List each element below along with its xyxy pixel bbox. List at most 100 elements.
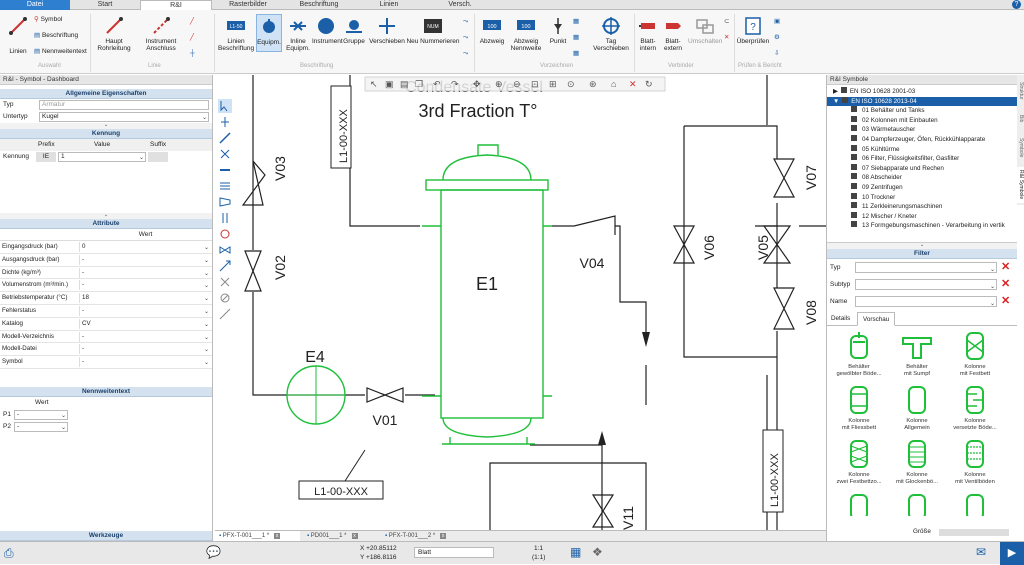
gate-valve-v02[interactable] [244, 250, 262, 292]
tool-cross-icon[interactable] [218, 147, 232, 161]
attribute-value-select[interactable]: 0⌄ [79, 242, 210, 252]
tree-item[interactable]: 10 Trockner [827, 192, 1017, 203]
filter-typ-select[interactable]: ⌄ [855, 262, 997, 273]
tab-rasterbilder[interactable]: Rasterbilder [229, 1, 267, 8]
instrument-button[interactable]: Instrument [312, 16, 343, 45]
layer-icon[interactable]: ❖ [592, 545, 603, 559]
close-icon[interactable]: x [274, 533, 281, 539]
abzweig-button[interactable]: 100 Abzweig [478, 16, 506, 45]
gruppe-button[interactable]: Gruppe [340, 16, 368, 45]
tool-list-icon[interactable] [218, 179, 232, 193]
tool-reducer-icon[interactable] [218, 195, 232, 209]
size-slider[interactable] [939, 529, 1009, 536]
valve-v07[interactable] [773, 158, 795, 198]
attribute-value-select[interactable]: -⌄ [79, 344, 210, 355]
valve-v05[interactable] [762, 225, 792, 264]
tree-item[interactable]: 01 Behälter und Tanks [827, 106, 1017, 116]
auswahl-linien-button[interactable]: Linien [4, 16, 32, 55]
abzweig-nennweite-button[interactable]: 100 Abzweig Nennweite [506, 16, 546, 52]
tab-ri[interactable]: R&I [140, 0, 212, 11]
attribute-value-select[interactable]: -⌄ [79, 357, 210, 368]
filter-subtyp-select[interactable]: ⌄ [855, 279, 997, 290]
attribute-value-select[interactable]: -⌄ [79, 305, 210, 316]
filter-header[interactable]: Filter [827, 249, 1017, 259]
vorzeichnen-extra-1-icon[interactable]: ▦ [573, 18, 580, 25]
filter-name-select[interactable]: ⌄ [855, 296, 997, 307]
check-valve-v04[interactable] [573, 215, 616, 235]
doc-tab-2[interactable]: ▪ PD001___1 *x [303, 531, 378, 542]
resize-handle[interactable]: ▪ [0, 213, 212, 219]
linie-extra-2-icon[interactable]: ╱ [190, 34, 194, 41]
tag-extra-2-icon[interactable]: ⤳ [463, 34, 469, 41]
vtab-bib[interactable]: Bib [1018, 115, 1024, 123]
canvas-toolbar[interactable] [364, 76, 666, 92]
mail-icon[interactable]: ✉ [976, 545, 987, 559]
tag-verschieben-button[interactable]: Tag Verschieben [590, 16, 632, 52]
neu-nummerieren-button[interactable]: NUM Neu Nummerieren [406, 16, 460, 45]
help-icon[interactable]: ? [1012, 0, 1021, 9]
linie-extra-3-icon[interactable]: ┼ [190, 50, 195, 57]
doc-tab-3[interactable]: ▪ PFX-T-001___2 *x [381, 531, 466, 542]
settings-gear-icon[interactable]: ⚙ [774, 34, 780, 41]
blatt-intern-button[interactable]: Blatt-intern [636, 16, 660, 52]
valve-v06[interactable] [672, 225, 696, 264]
tree-item[interactable]: 03 Wärmetauscher [827, 125, 1017, 135]
vessel-e1[interactable] [422, 144, 552, 445]
line-tag-2[interactable] [298, 480, 384, 500]
p1-select[interactable]: -⌄ [14, 409, 68, 420]
tool-flange-icon[interactable] [218, 211, 232, 225]
linie-extra-1-icon[interactable]: ╱ [190, 18, 194, 25]
vtab-struktur[interactable]: Struktur [1018, 82, 1024, 100]
p2-select[interactable]: -⌄ [14, 421, 68, 432]
ueberpruefen-button[interactable]: ? Überprüfen [736, 16, 770, 45]
tag-extra-3-icon[interactable]: ⤳ [463, 50, 469, 57]
tab-versch[interactable]: Versch. [448, 1, 472, 8]
valve-v11[interactable] [591, 494, 615, 528]
verbinder-extra-2-icon[interactable]: ✕ [724, 34, 730, 41]
tool-select-icon[interactable] [218, 99, 232, 113]
resize-handle[interactable]: ▪ [0, 123, 212, 129]
umschalten-button[interactable]: Umschalten [688, 16, 722, 45]
tab-start[interactable]: Start [97, 1, 113, 8]
equipm-button[interactable]: Equipm. [256, 14, 282, 52]
valve-v01[interactable] [366, 387, 404, 403]
symbol-preview-item[interactable] [947, 492, 1003, 516]
tree-item[interactable]: 11 Zerkleinerungsmaschinen [827, 202, 1017, 212]
instrument-anschluss-button[interactable]: Instrument Anschluss [140, 16, 182, 52]
sidebar-toggle-icon[interactable]: ▶ [1000, 542, 1024, 565]
blatt-extern-button[interactable]: Blatt-extern [660, 16, 686, 52]
tool-ban-icon[interactable] [218, 291, 232, 305]
attribute-value-select[interactable]: -⌄ [79, 280, 210, 291]
kennung-suffix-field[interactable] [148, 152, 168, 162]
grid-icon[interactable]: ▦ [570, 545, 582, 559]
attribute-value-select[interactable]: -⌄ [79, 254, 210, 265]
tab-vorschau[interactable]: Vorschau [857, 312, 896, 326]
close-icon[interactable]: x [351, 533, 358, 539]
tree-item[interactable]: 12 Mischer / Kneter [827, 211, 1017, 222]
verschieben-button[interactable]: Verschieben [368, 16, 406, 45]
close-icon[interactable]: x [440, 533, 447, 539]
tree-item[interactable]: 07 Siebapparate und Rechen [827, 163, 1017, 174]
tool-diagonal-2-icon[interactable] [218, 307, 232, 321]
tag-extra-1-icon[interactable]: ⤳ [463, 18, 469, 25]
tree-item[interactable]: 04 Dampferzeuger, Öfen, Rückkühlapparate [827, 134, 1017, 145]
tool-arrow-icon[interactable] [218, 259, 232, 273]
auswahl-beschriftung-button[interactable]: ▤ Beschriftung [34, 32, 78, 39]
sheet-field[interactable]: Blatt [414, 547, 494, 558]
symbol-preview-item[interactable] [831, 492, 887, 516]
section-nennweitentext[interactable]: Nennweitentext [0, 386, 212, 397]
symbol-preview-item[interactable] [889, 492, 945, 516]
tab-datei[interactable]: Datei [0, 0, 70, 10]
line-tag-3[interactable] [762, 429, 784, 513]
clear-filter-icon[interactable]: ✕ [1001, 295, 1011, 307]
report-icon[interactable]: ▣ [774, 18, 781, 25]
tool-diagonal-icon[interactable] [218, 131, 232, 145]
